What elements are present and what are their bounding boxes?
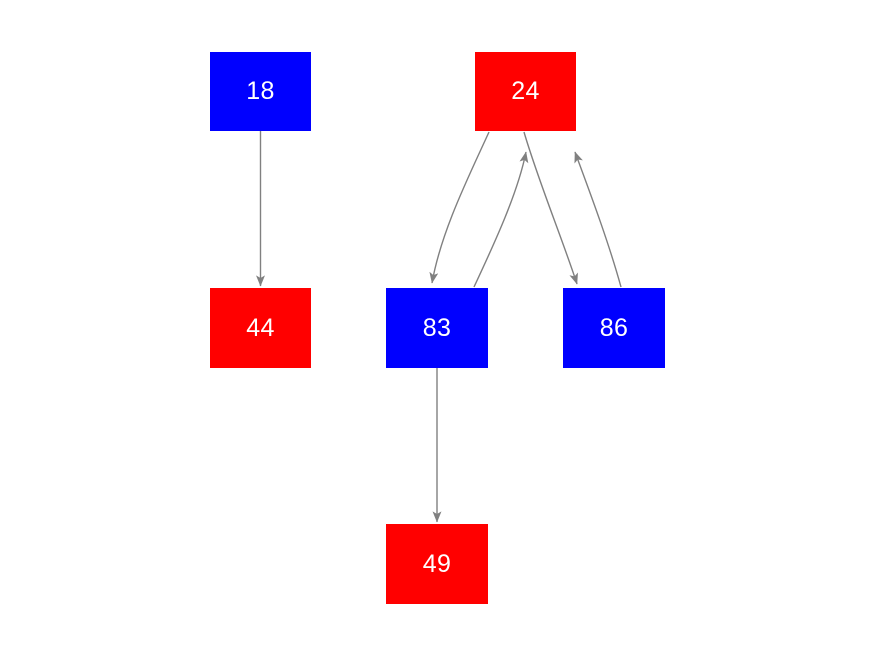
node-label-86: 86 <box>599 313 629 342</box>
node-label-83: 83 <box>422 313 452 342</box>
edge-24-to-83 <box>429 131 490 284</box>
node-44[interactable]: 44 <box>210 288 311 368</box>
node-86[interactable]: 86 <box>563 288 665 368</box>
node-49[interactable]: 49 <box>386 524 488 604</box>
node-label-18: 18 <box>246 77 275 105</box>
node-83[interactable]: 83 <box>386 288 488 368</box>
node-label-44: 44 <box>246 313 275 342</box>
edge-24-to-86 <box>523 131 578 285</box>
edge-86-to-24 <box>574 151 622 288</box>
node-label-24: 24 <box>511 77 540 105</box>
node-18[interactable]: 18 <box>210 52 311 131</box>
node-label-49: 49 <box>422 549 452 578</box>
node-24[interactable]: 24 <box>475 52 576 131</box>
edge-83-to-24 <box>473 151 529 288</box>
